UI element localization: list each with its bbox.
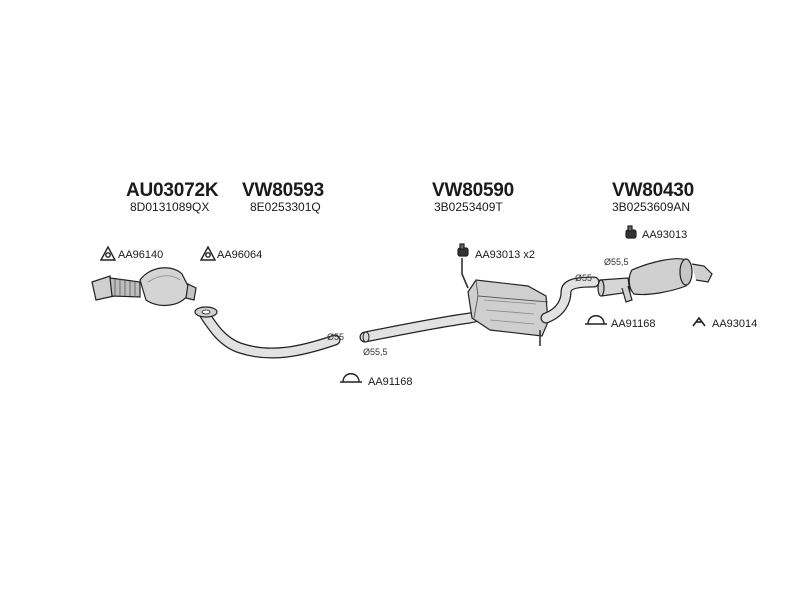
accessory-code[interactable]: AA93013 x2	[475, 249, 535, 261]
pipe-diameter-label: Ø55	[575, 273, 593, 283]
accessory-code[interactable]: AA91168	[368, 376, 413, 388]
accessory-code[interactable]: AA93014	[712, 318, 758, 330]
gasket-ring-icon	[99, 245, 117, 261]
rear-silencer	[597, 258, 713, 303]
part-number[interactable]: VW80430	[612, 180, 695, 201]
pipe-diameter-label: Ø55	[327, 332, 345, 342]
gasket-ring-icon	[199, 245, 217, 261]
oem-number: 3B0253409T	[434, 200, 503, 214]
accessory-code[interactable]: AA93013	[642, 229, 688, 241]
pipe-clamp-icon	[585, 315, 607, 325]
pipe-clamp-icon	[340, 373, 362, 383]
oem-number: 8D0131089QX	[130, 200, 210, 214]
accessory-code[interactable]: AA96140	[118, 249, 164, 261]
middle-silencer	[359, 258, 600, 346]
bracket-icon	[692, 316, 706, 327]
rubber-hanger-icon	[457, 243, 469, 257]
oem-number: 3B0253609AN	[612, 200, 691, 214]
part-number[interactable]: AU03072K	[126, 180, 219, 201]
pipe-diameter-label: Ø55,5	[604, 257, 629, 267]
front-pipe	[194, 306, 341, 359]
rubber-hanger-icon	[625, 225, 637, 239]
oem-number: 8E0253301Q	[250, 200, 321, 214]
accessory-code[interactable]: AA91168	[611, 318, 656, 330]
part-number[interactable]: VW80593	[242, 180, 325, 201]
catalytic-converter	[91, 267, 197, 307]
part-number[interactable]: VW80590	[432, 180, 515, 201]
accessory-code[interactable]: AA96064	[217, 249, 263, 261]
pipe-diameter-label: Ø55,5	[363, 347, 388, 357]
